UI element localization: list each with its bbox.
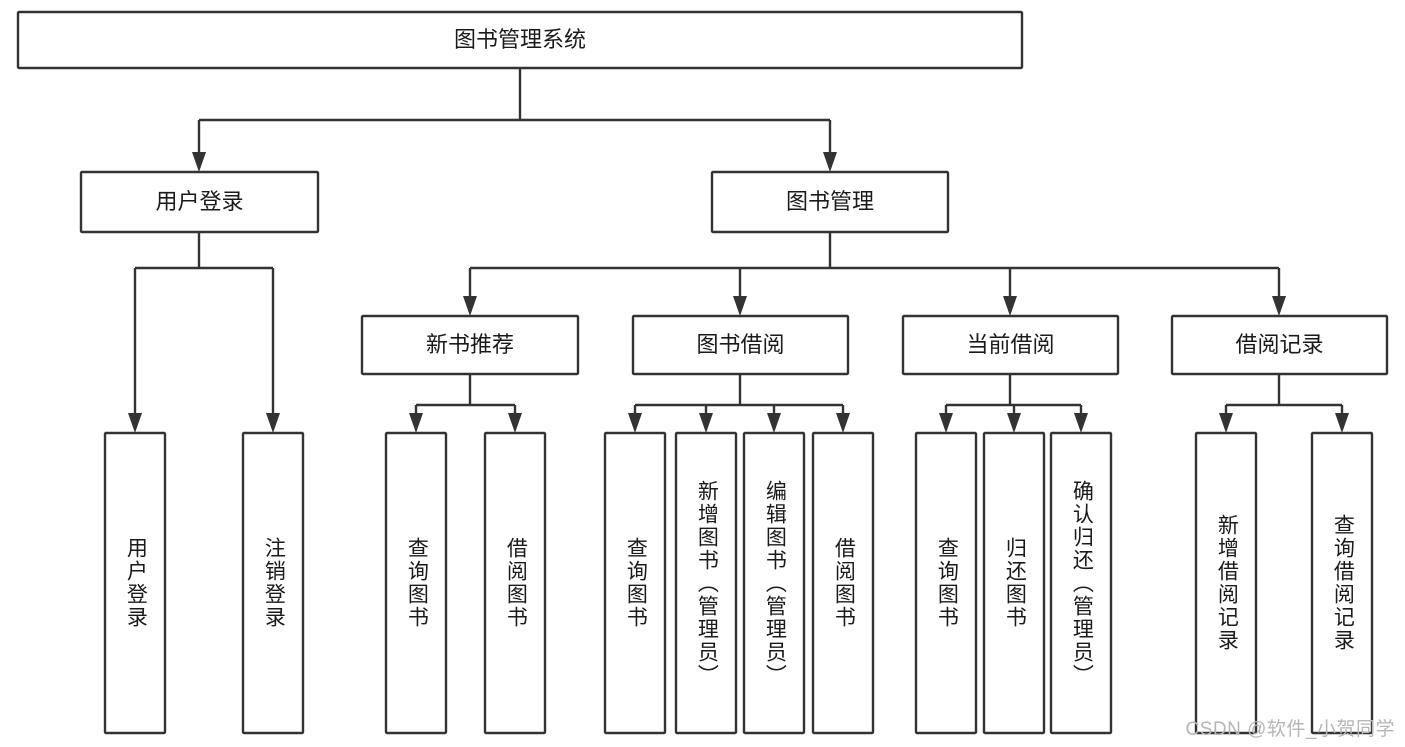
arrow-head-icon	[1007, 413, 1021, 433]
arrow-head-icon	[1074, 413, 1088, 433]
arrow-head-icon	[767, 413, 781, 433]
node-label-book-manage: 图书管理	[786, 189, 874, 214]
arrow-head-icon	[409, 413, 423, 433]
leaf-box-leaf-query-book-1[interactable]	[384, 431, 448, 735]
node-label-root: 图书管理系统	[454, 27, 586, 52]
node-box-user-login[interactable]	[79, 170, 320, 234]
arrow-head-icon	[733, 296, 747, 316]
leaf-box-leaf-add-record[interactable]	[1194, 431, 1258, 735]
arrow-head-icon	[1335, 413, 1349, 433]
arrow-head-icon	[823, 152, 837, 172]
arrow-head-icon	[699, 413, 713, 433]
node-box-book-borrow[interactable]	[631, 314, 850, 376]
arrow-head-icon	[266, 413, 280, 433]
arrow-head-icon	[628, 413, 642, 433]
arrow-head-icon	[939, 413, 953, 433]
arrow-head-icon	[463, 296, 477, 316]
node-label-borrow-record: 借阅记录	[1235, 332, 1323, 357]
leaf-box-leaf-user-login[interactable]	[103, 431, 167, 735]
connector-layer	[128, 68, 1349, 433]
node-label-current-borrow: 当前借阅	[966, 332, 1054, 357]
node-box-current-borrow[interactable]	[901, 314, 1120, 376]
leaf-box-leaf-query-book-2[interactable]	[603, 431, 667, 735]
arrow-head-icon	[128, 413, 142, 433]
node-box-root[interactable]	[16, 10, 1024, 70]
node-label-book-borrow: 图书借阅	[696, 332, 784, 357]
leaf-box-leaf-query-record[interactable]	[1310, 431, 1374, 735]
node-box-new-book-rec[interactable]	[360, 314, 580, 376]
node-box-borrow-record[interactable]	[1170, 314, 1389, 376]
leaf-box-leaf-borrow-book-2[interactable]	[811, 431, 875, 735]
node-box-layer	[16, 10, 1389, 735]
arrow-head-icon	[1003, 296, 1017, 316]
leaf-box-leaf-logout[interactable]	[241, 431, 305, 735]
arrow-head-icon	[1219, 413, 1233, 433]
node-label-user-login: 用户登录	[155, 189, 243, 214]
arrow-head-icon	[192, 152, 206, 172]
arrow-head-icon	[508, 413, 522, 433]
leaf-box-leaf-edit-book[interactable]	[742, 431, 806, 735]
node-label-new-book-rec: 新书推荐	[426, 332, 514, 357]
node-box-book-manage[interactable]	[710, 170, 950, 234]
leaf-box-leaf-confirm-return[interactable]	[1049, 431, 1113, 735]
arrow-head-icon	[836, 413, 850, 433]
leaf-box-leaf-return-book[interactable]	[982, 431, 1046, 735]
leaf-box-leaf-borrow-book-1[interactable]	[483, 431, 547, 735]
leaf-box-leaf-add-book[interactable]	[674, 431, 738, 735]
leaf-box-leaf-query-book-3[interactable]	[914, 431, 978, 735]
csdn-watermark: CSDN @软件_小贺同学	[1185, 719, 1395, 740]
arrow-head-icon	[1272, 296, 1286, 316]
